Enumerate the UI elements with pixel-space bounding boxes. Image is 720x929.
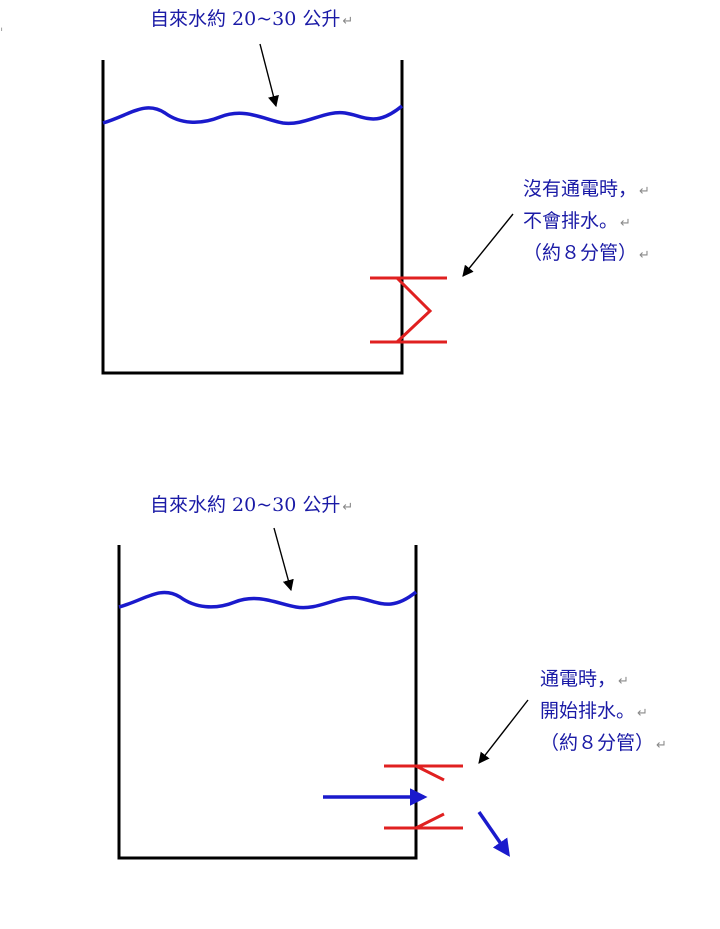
top-closed-valve bbox=[370, 276, 447, 344]
bottom-water-pointer bbox=[273, 527, 294, 592]
top-water-label: 自來水約 20~30 公升↵ bbox=[150, 8, 354, 30]
bottom-water-surface bbox=[118, 590, 418, 610]
top-water-surface bbox=[102, 104, 404, 126]
drain-arrow bbox=[477, 811, 510, 857]
bottom-tank-wall bbox=[117, 545, 418, 860]
bottom-note-line-2: 開始排水。↵ bbox=[540, 700, 648, 722]
top-tank bbox=[101, 43, 514, 375]
top-note-line-2: 不會排水。↵ bbox=[523, 210, 631, 232]
bottom-water-label: 自來水約 20~30 公升↵ bbox=[150, 494, 354, 516]
top-note-line-3: （約８分管）↵ bbox=[523, 242, 650, 264]
top-note-pointer bbox=[462, 213, 514, 277]
top-tank-wall bbox=[101, 60, 404, 375]
bottom-tank bbox=[117, 527, 529, 860]
bottom-note-pointer bbox=[478, 699, 529, 764]
top-water-pointer bbox=[259, 43, 279, 108]
corner-mark: ˌ bbox=[0, 18, 4, 32]
bottom-note-line-1: 通電時，↵ bbox=[540, 668, 629, 690]
bottom-open-valve bbox=[384, 764, 463, 830]
top-note-line-1: 沒有通電時，↵ bbox=[523, 178, 650, 200]
bottom-note-line-3: （約８分管）↵ bbox=[540, 732, 667, 754]
